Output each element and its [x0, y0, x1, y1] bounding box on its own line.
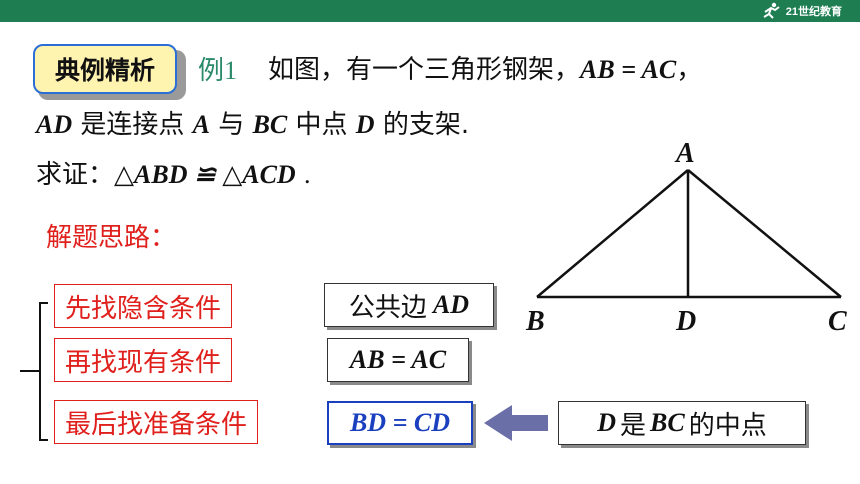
prove-prefix: 求证：: [36, 160, 115, 190]
solution-heading: 解题思路：: [46, 223, 177, 253]
segment-ab-line: [536, 169, 689, 298]
logo-text: 21世纪教育: [785, 6, 842, 18]
segment-ac-line: [687, 169, 842, 298]
reason-midpoint: D 是 BC 的中点: [558, 401, 806, 445]
prove-end: .: [303, 160, 311, 189]
point-d-ref: D: [355, 110, 375, 139]
brace-bracket: [39, 302, 48, 441]
left-arrow-icon: [484, 405, 548, 441]
label-b: B: [525, 306, 545, 337]
condition-common-side-prefix: 公共边: [348, 292, 427, 323]
text-connect: 是连接点: [80, 110, 185, 140]
problem-line-3: 求证：△ABD ≌ △ACD .: [36, 154, 310, 191]
step-prepared-condition: 最后找准备条件: [54, 400, 259, 444]
problem-line-1-text: 如图，有一个三角形钢架，: [268, 55, 581, 85]
condition-ab-ac-math: AB = AC: [349, 345, 447, 374]
text-midpoint: 中点: [295, 110, 348, 140]
example-label: 例1: [198, 56, 238, 85]
text-and: 与: [218, 110, 245, 140]
text-bracket: 的支架.: [382, 110, 470, 140]
problem-line-1-end: ，: [676, 55, 703, 85]
reason-segment-bc: BC: [650, 408, 685, 437]
section-badge: 典例精析: [33, 44, 177, 94]
runner-icon: [763, 2, 780, 19]
step-existing-condition: 再找现有条件: [54, 338, 233, 382]
condition-bd-cd: BD = CD: [327, 401, 473, 445]
problem-line-1-math: AB = AC: [580, 55, 677, 84]
segment-bc: BC: [252, 110, 288, 139]
reason-point-d: D: [597, 408, 617, 437]
reason-is: 是: [620, 410, 647, 441]
problem-line-2: AD 是连接点 A 与 BC 中点 D 的支架.: [36, 104, 469, 141]
condition-common-side-math: AD: [432, 290, 470, 319]
label-a: A: [674, 138, 695, 169]
condition-ab-ac: AB = AC: [327, 338, 469, 382]
brand-logo: 21世纪教育: [761, 2, 842, 20]
point-a-ref: A: [192, 110, 211, 139]
top-bar: 21世纪教育: [0, 0, 860, 22]
step-hidden-condition: 先找隐含条件: [54, 284, 233, 328]
label-d: D: [675, 306, 696, 337]
reason-midpoint-text: 的中点: [688, 410, 767, 441]
segment-ad: AD: [36, 110, 73, 139]
condition-bd-cd-math: BD = CD: [349, 408, 451, 437]
label-c: C: [828, 306, 847, 337]
prove-statement: △ABD ≌ △ACD: [114, 160, 296, 189]
problem-line-1: 如图，有一个三角形钢架，AB = AC，: [268, 49, 702, 86]
